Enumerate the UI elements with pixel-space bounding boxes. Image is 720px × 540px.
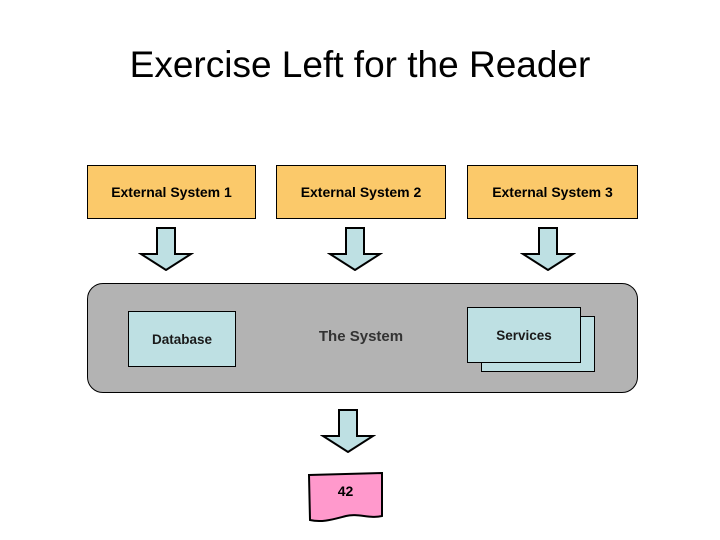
database-label: Database	[151, 331, 213, 347]
the-system-label: The System	[318, 328, 404, 345]
external-system-2-box[interactable]: External System 2	[276, 165, 446, 219]
services-label: Services	[496, 327, 552, 343]
output-document-label: 42	[337, 483, 354, 499]
database-box[interactable]: Database	[128, 311, 236, 367]
external-system-2-label: External System 2	[300, 184, 422, 200]
down-arrow-icon-system-output	[320, 409, 376, 453]
down-arrow-icon-external-system-2	[327, 227, 383, 271]
down-arrow-icon-external-system-3	[520, 227, 576, 271]
services-front-box[interactable]: Services	[467, 307, 581, 363]
external-system-3-label: External System 3	[492, 184, 613, 200]
output-document-shape[interactable]	[306, 471, 385, 524]
external-system-1-box[interactable]: External System 1	[87, 165, 256, 219]
external-system-1-label: External System 1	[111, 184, 232, 200]
down-arrow-icon-external-system-1	[138, 227, 194, 271]
page-title: Exercise Left for the Reader	[129, 44, 591, 85]
external-system-3-box[interactable]: External System 3	[467, 165, 638, 219]
